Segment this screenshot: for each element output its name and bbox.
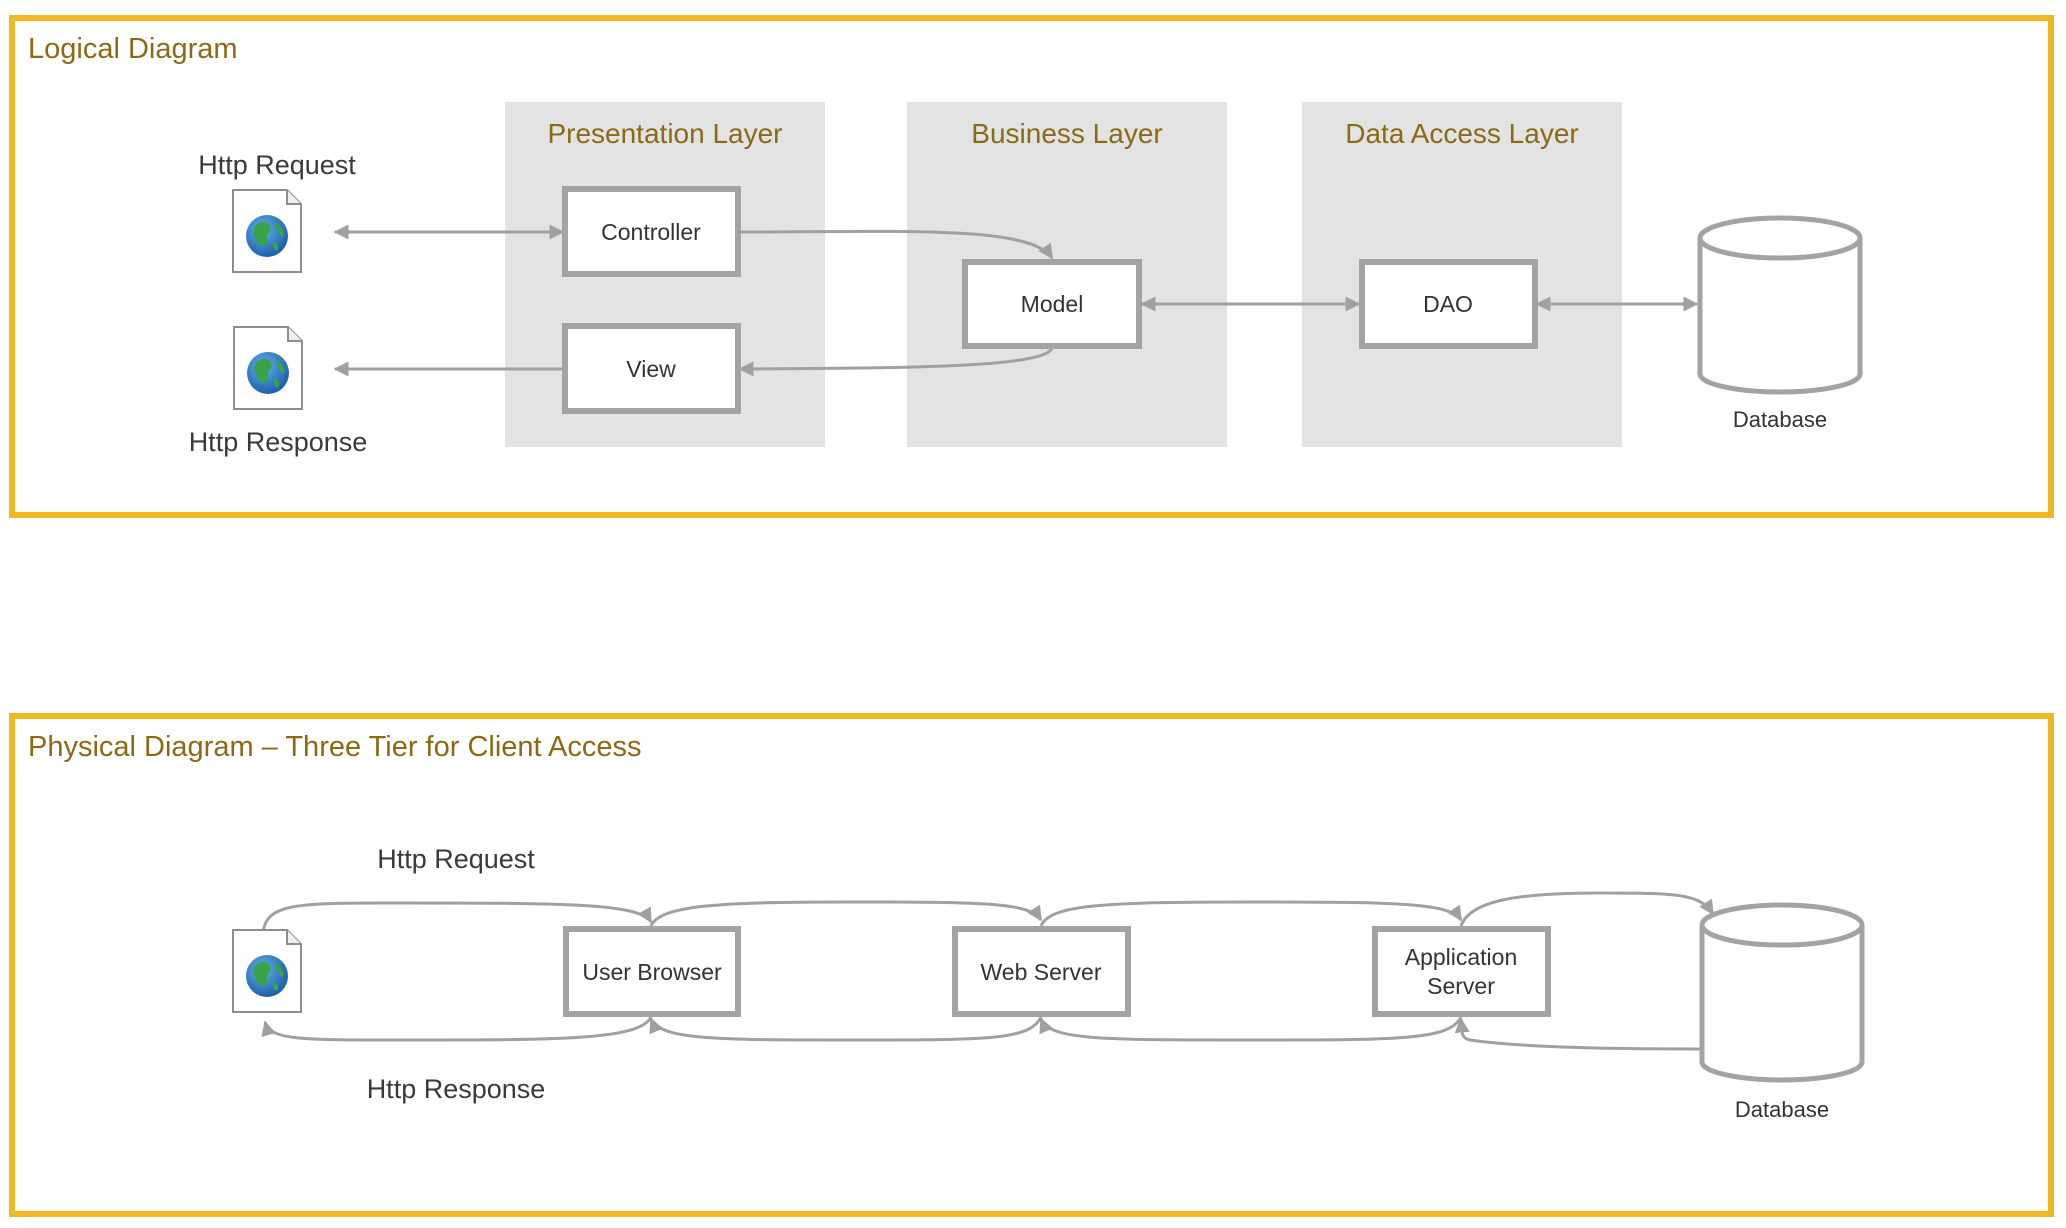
logical-diagram-panel: Logical Diagram Presentation Layer Busin… — [9, 15, 2054, 518]
request-arc-appserver-database — [1459, 891, 1715, 927]
controller-label: Controller — [601, 219, 701, 245]
view-node: View — [562, 323, 741, 414]
response-arc-webserver-browser — [649, 1016, 1043, 1042]
database-icon — [1699, 902, 1865, 1083]
request-arc-document-browser — [261, 901, 653, 935]
model-label: Model — [1021, 291, 1084, 317]
http-request-label: Http Request — [198, 150, 356, 180]
logical-diagram-title: Logical Diagram — [28, 33, 238, 65]
logical-diagram-frame — [9, 15, 2054, 518]
business-layer-title: Business Layer — [971, 118, 1162, 149]
response-arc-browser-document — [261, 1016, 653, 1042]
dao-label: DAO — [1423, 291, 1473, 317]
http-request-label: Http Request — [377, 844, 535, 874]
response-arc-database-appserver — [1454, 1017, 1701, 1051]
web-server-node: Web Server — [952, 926, 1131, 1017]
web-document-icon — [233, 326, 303, 410]
model-node: Model — [962, 259, 1142, 349]
http-response-label: Http Response — [189, 427, 368, 457]
application-server-label-line1: Application — [1405, 944, 1518, 970]
application-server-node: Application Server — [1372, 926, 1551, 1017]
database-label: Database — [1733, 407, 1827, 432]
view-label: View — [626, 356, 676, 382]
physical-diagram-frame — [9, 713, 2054, 1217]
model-view-connector — [738, 347, 1054, 377]
physical-diagram-title: Physical Diagram – Three Tier for Client… — [28, 731, 642, 763]
controller-node: Controller — [562, 186, 741, 277]
http-response-label: Http Response — [367, 1074, 546, 1104]
response-arc-appserver-webserver — [1039, 1016, 1463, 1042]
presentation-layer-title: Presentation Layer — [547, 118, 782, 149]
dao-node: DAO — [1359, 259, 1538, 349]
data-access-layer-title: Data Access Layer — [1345, 118, 1578, 149]
request-arc-webserver-appserver — [1039, 900, 1463, 927]
user-browser-label: User Browser — [582, 959, 722, 985]
physical-diagram-panel: Physical Diagram – Three Tier for Client… — [9, 713, 2054, 1217]
request-arc-browser-webserver — [649, 900, 1043, 927]
web-server-label: Web Server — [980, 959, 1101, 985]
web-document-icon — [232, 929, 302, 1013]
database-icon — [1697, 215, 1863, 395]
user-browser-node: User Browser — [563, 926, 741, 1017]
web-document-icon — [232, 189, 302, 273]
controller-model-connector — [739, 229, 1054, 260]
database-label: Database — [1735, 1097, 1829, 1122]
application-server-label-line2: Server — [1427, 973, 1495, 999]
